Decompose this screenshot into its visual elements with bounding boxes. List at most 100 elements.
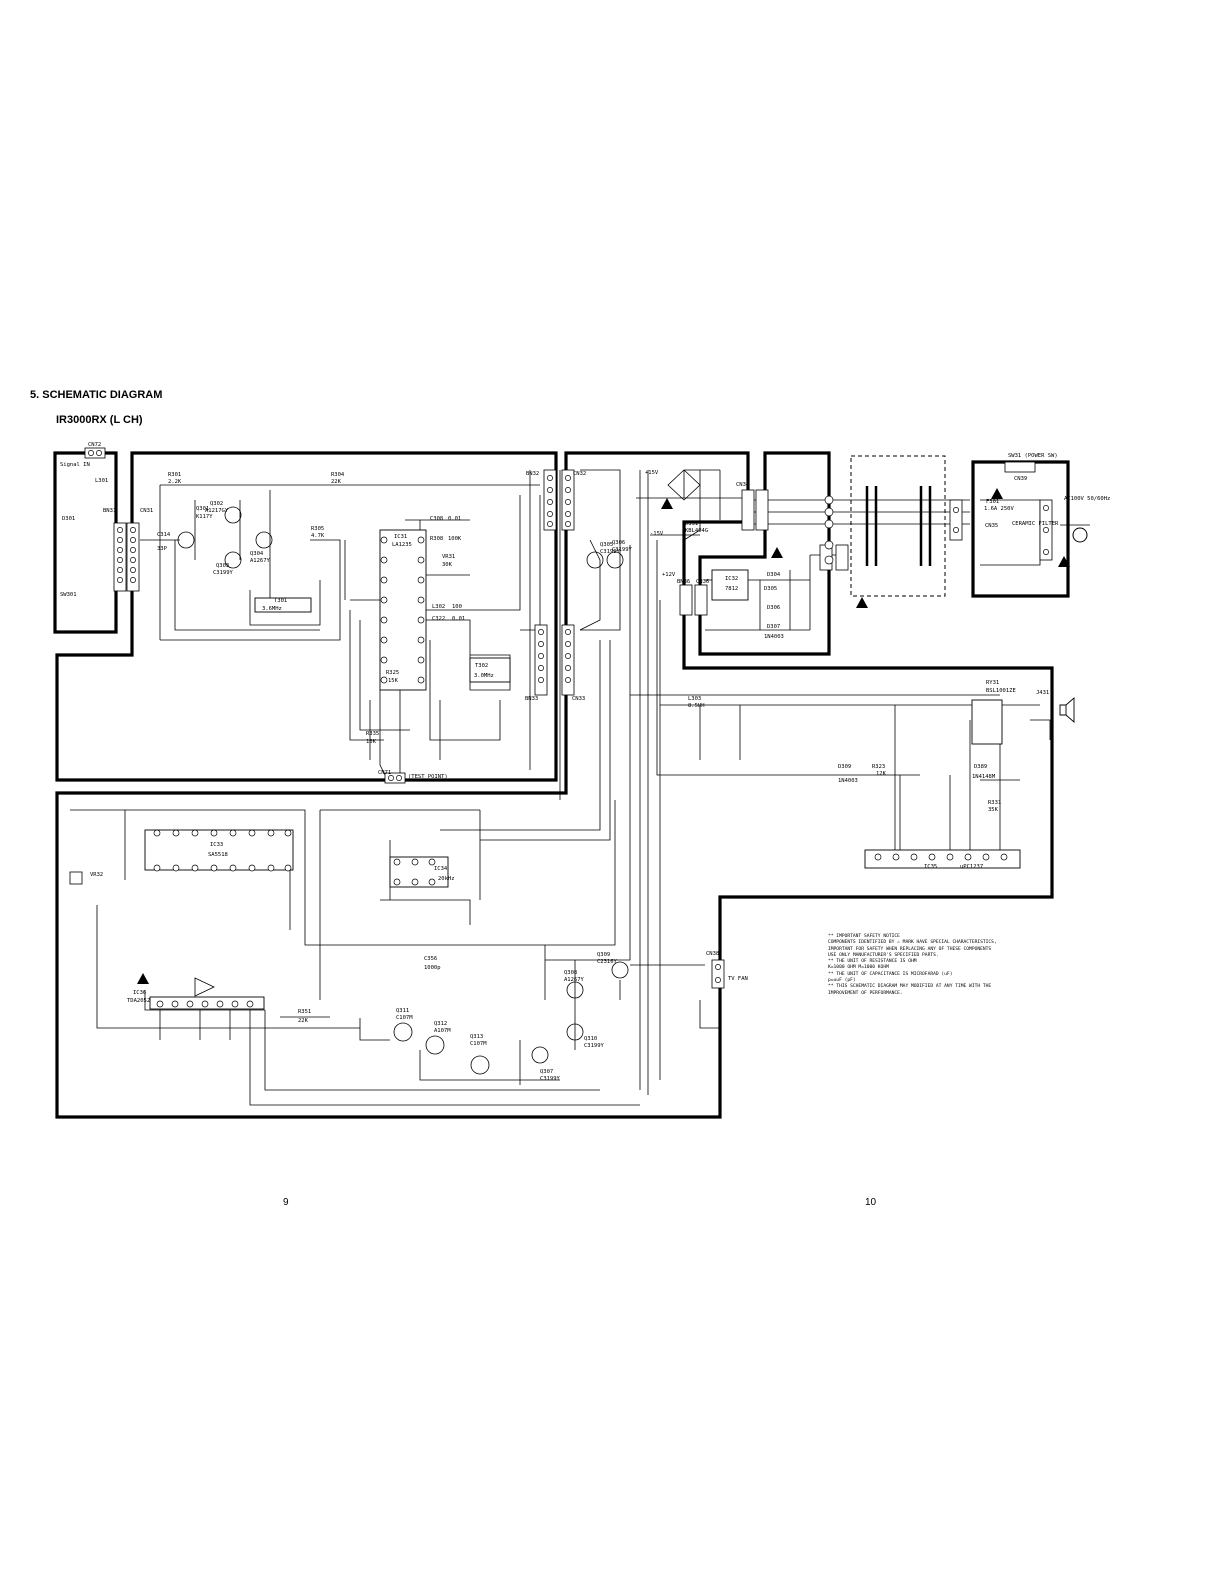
board-tuner	[55, 451, 558, 782]
label-d331-type: KBL404G	[685, 528, 708, 534]
label-q308-type: A1267Y	[564, 977, 585, 983]
label-ic36-type: TDA2052	[127, 998, 150, 1004]
label-q301-type: K117Y	[196, 514, 213, 520]
label-r335-val: 10K	[366, 739, 377, 745]
schematic-labels: CN72 Signal IN BN31 CN31 BN32 CN32 BN33 …	[60, 442, 1110, 1082]
label-c308: C308	[430, 516, 443, 522]
label-r305: R305	[311, 526, 324, 532]
label-l303: L303	[688, 696, 701, 702]
label-ic36: IC36	[133, 990, 146, 996]
label-l302: L302	[432, 604, 445, 610]
label-c314: C314	[157, 532, 171, 538]
label-vr31: VR31	[442, 554, 455, 560]
label-q308: Q308	[564, 970, 577, 976]
note-line: p=uuF (pF)	[828, 978, 856, 984]
label-d309: D309	[838, 764, 851, 770]
warning-icon	[771, 547, 783, 559]
safety-notes: ** IMPORTANT SAFETY NOTICE COMPONENTS ID…	[828, 934, 1038, 997]
warning-icon	[856, 597, 868, 609]
label-r323-val: 12K	[876, 771, 887, 777]
speaker-icon	[1059, 697, 1075, 723]
label-ic32-type: 7812	[725, 586, 738, 592]
label-q305: Q305	[600, 542, 613, 548]
label-d331: D331	[685, 521, 698, 527]
label-cn34: CN34	[736, 482, 750, 488]
label-cn39: CN39	[1014, 476, 1027, 482]
note-line: IMPORTANT FOR SAFETY WHEN REPLACING ANY …	[828, 946, 992, 952]
note-line: ** THE UNIT OF CAPACITANCE IS MICROFARAD…	[828, 971, 953, 977]
note-line: ** THE UNIT OF RESISTANCE IS OHM	[828, 959, 917, 965]
label-d309-type: 1N4003	[838, 778, 858, 784]
label-q313: Q313	[470, 1034, 483, 1040]
label-ic35: IC35	[924, 864, 937, 870]
label-q303: Q303	[216, 563, 229, 569]
label-ic35-type: uPC1237	[960, 864, 983, 870]
transformer-box	[850, 455, 946, 597]
label-q306: Q306	[612, 540, 625, 546]
opamp-icon	[194, 977, 215, 997]
label-d389-type: 1N4148M	[972, 774, 996, 780]
label-sw31: SW31 (POWER SW)	[1008, 453, 1058, 459]
label-q310-type: C3199Y	[584, 1043, 605, 1049]
label-cn35: CN35	[985, 523, 998, 529]
board-power	[698, 451, 831, 656]
label-bn31: BN31	[103, 508, 116, 514]
warning-icon	[661, 498, 673, 510]
note-line: K=1000 OHM M=1000 KOHM	[828, 965, 889, 971]
label-q304: Q304	[250, 551, 264, 557]
label-cn31: CN31	[140, 508, 153, 514]
label-d389: D389	[974, 764, 987, 770]
ic31-package	[379, 529, 427, 691]
t302-package	[469, 657, 511, 683]
label-v-minus15: -15V	[650, 531, 664, 537]
label-q302: Q302	[210, 501, 223, 507]
section-title: 5. SCHEMATIC DIAGRAM	[30, 389, 163, 401]
label-r305-val: 4.7K	[311, 533, 325, 539]
bridge-rectifier	[667, 469, 701, 501]
label-bn36: BN36	[677, 579, 690, 585]
note-line: COMPONENTS IDENTIFIED BY ⚠ MARK HAVE SPE…	[828, 940, 997, 946]
ry31-package	[971, 699, 1003, 745]
label-ic34: IC34	[434, 866, 448, 872]
label-t301-val: 3.6MHz	[262, 606, 282, 612]
ic-packages	[144, 529, 1021, 1010]
label-diode-type: 1N4003	[764, 634, 784, 640]
label-l301: L301	[95, 478, 108, 484]
label-q312: Q312	[434, 1021, 447, 1027]
label-r331-val: 35K	[988, 807, 999, 813]
label-r301: R301	[168, 472, 181, 478]
label-tv-fan: TV FAN	[728, 976, 748, 982]
board-outlines	[53, 451, 1070, 1119]
pin-markers	[88, 450, 1049, 1008]
label-l303-val: 8.5UH	[688, 703, 705, 709]
label-ry31-type: BSL1001ZE	[986, 688, 1016, 694]
label-ic31-type: LA1235	[392, 542, 412, 548]
page-number-right: 10	[865, 1197, 877, 1208]
label-cn72: CN72	[88, 442, 101, 448]
label-cn38: CN38	[706, 951, 719, 957]
label-q310: Q310	[584, 1036, 597, 1042]
label-t302-val: 3.0MHz	[474, 673, 494, 679]
label-r301-val: 2.2K	[168, 479, 182, 485]
label-r325: R325	[386, 670, 399, 676]
note-line: ** THIS SCHEMATIC DIAGRAM MAY MODIFIED A…	[828, 984, 992, 990]
label-r323: R323	[872, 764, 885, 770]
label-ic33-type: SA5518	[208, 852, 228, 858]
label-cn36: CN36	[696, 579, 709, 585]
label-c314-val: 33P	[157, 546, 168, 552]
label-bn32: BN32	[526, 471, 539, 477]
label-ic32: IC32	[725, 576, 738, 582]
ic32-package	[711, 569, 749, 601]
label-ceramic-filter: CERAMIC FILTER	[1012, 521, 1059, 527]
note-line: ** IMPORTANT SAFETY NOTICE	[828, 934, 900, 939]
label-q312-type: A107M	[434, 1028, 451, 1034]
label-v-plus12: +12V	[662, 572, 676, 578]
label-d304: D304	[767, 572, 781, 578]
label-f301-val: 1.6A 250V	[984, 506, 1014, 512]
note-line: IMPROVEMENT OF PERFORMANCE.	[828, 990, 903, 996]
ic35-package	[864, 849, 1021, 869]
label-vr32: VR32	[90, 872, 103, 878]
model-title: IR3000RX (L CH)	[56, 414, 143, 426]
label-r325-val: 15K	[388, 678, 399, 684]
